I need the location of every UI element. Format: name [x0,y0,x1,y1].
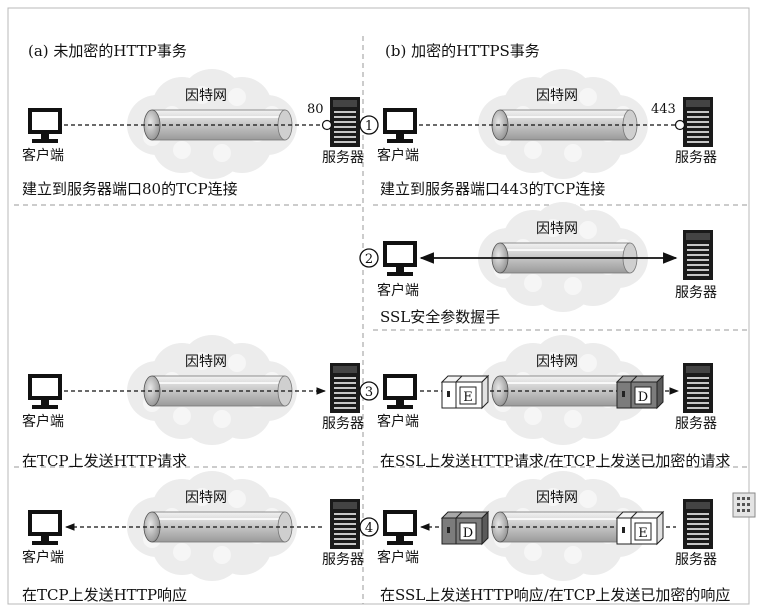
internet-label: 因特网 [185,354,227,370]
caption-https-connect: 建立到服务器端口443的TCP连接 [380,180,605,198]
encrypted-packet-icon: D [615,374,665,410]
server-label: 服务器 [675,150,717,166]
internet-label: 因特网 [536,88,578,104]
server-label: 服务器 [675,552,717,568]
computer-icon [383,108,417,143]
computer-icon [28,374,62,409]
client-label: 客户端 [377,147,419,164]
encrypted-packet-icon: D [440,510,490,546]
step-number: 4 [365,521,373,536]
server-icon [683,363,713,413]
server-label: 服务器 [322,416,364,432]
right-title: (b) 加密的HTTPS事务 [385,42,540,60]
step-number: 1 [365,119,373,134]
computer-icon [383,510,417,545]
server-icon [330,363,360,413]
computer-icon [383,241,417,276]
left-title: (a) 未加密的HTTP事务 [28,42,187,60]
packet-letter: E [638,526,648,541]
server-label: 服务器 [322,150,364,166]
resize-grip-icon[interactable] [732,492,756,518]
server-icon [683,97,713,147]
port-socket [674,119,686,131]
packet-letter: E [463,390,473,405]
computer-icon [383,374,417,409]
server-label: 服务器 [675,285,717,301]
caption-http-connect: 建立到服务器端口80的TCP连接 [22,180,238,198]
packet-letter: D [638,390,648,405]
computer-icon [28,108,62,143]
caption-http-request: 在TCP上发送HTTP请求 [22,452,187,470]
client-label: 客户端 [22,147,64,164]
plain-packet-icon: E [440,374,490,410]
step-number-badge: 2 [359,248,379,268]
step-number: 2 [365,252,373,267]
server-icon [683,499,713,549]
client-label: 客户端 [22,549,64,566]
server-label: 服务器 [675,416,717,432]
step-number-badge: 4 [359,517,379,537]
outer-frame [7,7,750,605]
port-socket [321,119,333,131]
client-label: 客户端 [22,413,64,430]
server-icon [330,97,360,147]
internet-label: 因特网 [185,490,227,506]
caption-http-response: 在TCP上发送HTTP响应 [22,586,187,604]
step-number-badge: 3 [359,381,379,401]
internet-label: 因特网 [185,88,227,104]
caption-https-request: 在SSL上发送HTTP请求/在TCP上发送已加密的请求 [380,452,730,470]
packet-letter: D [463,526,473,541]
internet-label: 因特网 [536,221,578,237]
step-number-badge: 1 [359,115,379,135]
client-label: 客户端 [377,282,419,299]
server-icon [330,499,360,549]
internet-label: 因特网 [536,490,578,506]
computer-icon [28,510,62,545]
client-label: 客户端 [377,413,419,430]
port-number: 80 [307,102,324,117]
caption-ssl-handshake: SSL安全参数握手 [380,308,500,326]
internet-label: 因特网 [536,354,578,370]
caption-https-response: 在SSL上发送HTTP响应/在TCP上发送已加密的响应 [380,586,730,604]
client-label: 客户端 [377,549,419,566]
server-label: 服务器 [322,552,364,568]
step-number: 3 [365,385,373,400]
plain-packet-icon: E [615,510,665,546]
server-icon [683,230,713,280]
port-number: 443 [651,102,676,117]
